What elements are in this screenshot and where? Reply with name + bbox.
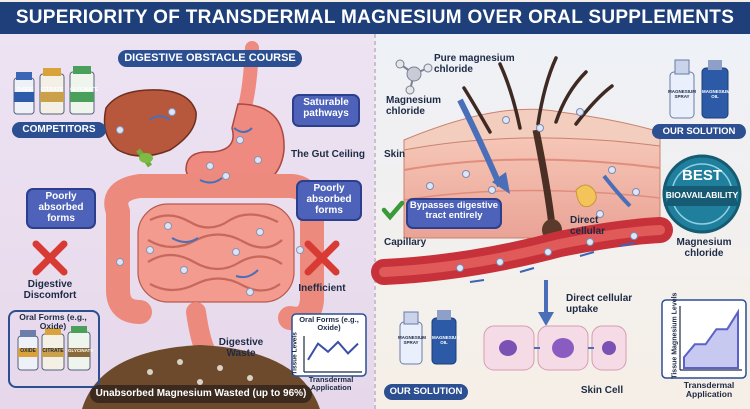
digestive-discomfort-label: Digestive Discomfort xyxy=(23,279,77,301)
mgcl-label: Magnesium chloride xyxy=(386,95,442,117)
bypasses-callout: Bypasses digestive tract entirely xyxy=(406,198,502,229)
our-solution-top: OUR SOLUTION xyxy=(652,124,746,139)
skin-label: Skin xyxy=(384,149,406,160)
badge-best-text: BEST xyxy=(681,167,722,184)
digestive-waste-label: Digestive Waste xyxy=(218,337,264,359)
oral-forms-bottles xyxy=(17,326,91,371)
badge-bio-text: BIOAVAILABILITY xyxy=(665,190,739,200)
saturable-pathways-callout: Saturable pathways xyxy=(292,94,360,127)
chart-line-oral xyxy=(307,340,359,361)
oral-forms-card xyxy=(8,310,100,388)
capillary-label: Capillary xyxy=(384,237,427,248)
bottle-label-glycinate: GLYCINATE xyxy=(70,87,99,93)
small-intestine xyxy=(137,203,295,303)
x-mark-left xyxy=(32,240,68,276)
check-mark xyxy=(381,200,405,221)
oral-forms-title: Oral Forms (e.g., Oxide) xyxy=(19,312,87,331)
wasted-banner: Unabsorbed Magnesium Wasted (up to 96%) xyxy=(90,385,312,403)
oral-bottle-label-glycinate: GLYCINATE xyxy=(68,348,94,353)
inefficient-label: Inefficient xyxy=(298,283,346,294)
mini-chart-xlabel: Transdermal Application xyxy=(308,375,354,392)
pure-mgcl-label: Pure magnesium chloride xyxy=(434,53,515,75)
hair-strands xyxy=(462,56,614,134)
our-solution-bottom: OUR SOLUTION xyxy=(384,384,468,400)
skin-cell-label: Skin Cell xyxy=(580,385,624,396)
right-chart-xlabel: Transdermal Application xyxy=(683,380,735,399)
mgcl-badge-caption: Magnesium chloride xyxy=(676,237,732,259)
spray-bottle-label: MAGNESIUM SPRAY xyxy=(668,89,696,99)
competitor-bottles xyxy=(13,66,95,115)
oral-bottle-label-citrate: CITRATE xyxy=(42,348,64,354)
solution-bottles-bottom xyxy=(399,310,457,365)
mini-chart-title: Oral Forms (e.g., Oxide) xyxy=(299,315,359,332)
x-mark-right xyxy=(304,240,340,276)
bottle-label-citrate: CITRATE xyxy=(40,87,64,93)
poorly-absorbed-left-callout: Poorly absorbed forms xyxy=(26,188,96,229)
page-title: SUPERIORITY OF TRANSDERMAL MAGNESIUM OVE… xyxy=(0,2,750,34)
chart-area-transdermal xyxy=(683,308,739,369)
direct-uptake-label: Direct cellular uptake xyxy=(566,293,633,315)
bioavailability-badge xyxy=(662,154,742,234)
oil-bottle-label: MAGNESIUM OIL xyxy=(702,89,730,99)
magnesium-molecule xyxy=(395,59,433,95)
oral-bottle-label-oxide: OXIDE xyxy=(20,348,36,354)
direct-cellular-label: Direct cellular xyxy=(570,215,606,237)
poorly-absorbed-right-callout: Poorly absorbed forms xyxy=(296,180,362,221)
spray-bottle-label-bottom: MAGNESIUM SPRAY xyxy=(398,335,426,345)
section-label-digestive: DIGESTIVE OBSTACLE COURSE xyxy=(118,50,302,67)
liver xyxy=(103,89,197,157)
mini-chart-ylabel: Tissue Levels xyxy=(291,332,299,375)
oil-bottle-label-bottom: MAGNESIUM OIL xyxy=(432,335,460,345)
solution-bottles-top xyxy=(669,59,729,119)
skin-cells xyxy=(483,325,627,371)
competitors-label: COMPETITORS xyxy=(12,122,106,138)
gut-ceiling-label: The Gut Ceiling xyxy=(291,149,365,160)
bottle-label-oxide: OXIDE xyxy=(16,87,34,93)
right-chart-ylabel: Tissue Magnesium Levels xyxy=(671,292,679,379)
